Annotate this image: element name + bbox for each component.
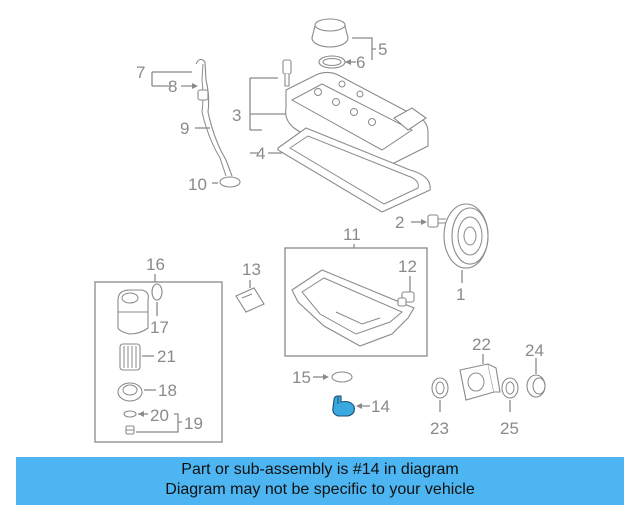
pulley-bolt <box>427 214 446 228</box>
banner-line-1: Part or sub-assembly is #14 in diagram <box>181 461 459 478</box>
callout-11: 11 <box>343 225 361 244</box>
cooler-seal-23 <box>431 377 449 399</box>
drain-plug <box>397 291 415 307</box>
callout-5: 5 <box>378 40 387 59</box>
banner-line-2: Diagram may not be specific to your vehi… <box>165 481 475 498</box>
callout-13: 13 <box>242 260 261 279</box>
callout-25: 25 <box>500 419 519 438</box>
callout-19: 19 <box>184 414 203 433</box>
small-gasket <box>331 371 353 383</box>
callout-21: 21 <box>157 347 176 366</box>
oil-filter-housing <box>117 289 149 335</box>
callout-24: 24 <box>525 341 544 360</box>
info-banner: Part or sub-assembly is #14 in diagram D… <box>16 457 624 505</box>
callout-6: 6 <box>356 53 365 72</box>
callout-8: 8 <box>168 77 177 96</box>
oil-filter-element <box>119 343 141 371</box>
dipstick-o-ring <box>219 176 241 188</box>
callout-12: 12 <box>398 257 417 276</box>
baffle-bracket <box>235 287 265 313</box>
cooler-plug <box>526 374 546 398</box>
housing-o-ring <box>151 283 163 301</box>
filter-cap <box>117 382 143 402</box>
callout-3: 3 <box>232 106 241 125</box>
callout-10: 10 <box>188 175 207 194</box>
callout-9: 9 <box>180 119 189 138</box>
cooler-seal-25 <box>501 377 519 399</box>
callout-14: 14 <box>371 397 390 416</box>
oil-filter-assembly-box <box>94 281 223 443</box>
callout-4: 4 <box>256 144 265 163</box>
oil-pan <box>291 269 415 347</box>
drain-bolt <box>125 425 135 435</box>
callout-1: 1 <box>456 285 465 304</box>
oil-cooler <box>459 363 501 401</box>
callout-20: 20 <box>150 406 169 425</box>
cap-seal <box>123 410 137 418</box>
callout-2: 2 <box>395 213 404 232</box>
oil-pan-box <box>284 247 428 357</box>
highlighted-part-14 <box>332 395 355 417</box>
oil-dipstick-tube <box>195 58 233 177</box>
parts-diagram: 5 6 7 8 9 10 3 4 <box>94 18 546 443</box>
valve-cover <box>285 71 429 174</box>
callout-23: 23 <box>430 419 449 438</box>
callout-7: 7 <box>136 63 145 82</box>
oil-filler-cap <box>311 18 349 69</box>
valve-cover-gasket <box>277 127 431 213</box>
callout-22: 22 <box>472 335 491 354</box>
crankshaft-pulley <box>443 203 489 269</box>
callout-15: 15 <box>292 368 311 387</box>
valve-cover-bolt <box>282 59 292 87</box>
callout-16: 16 <box>146 255 165 274</box>
callout-18: 18 <box>158 381 177 400</box>
callout-17: 17 <box>150 318 169 337</box>
